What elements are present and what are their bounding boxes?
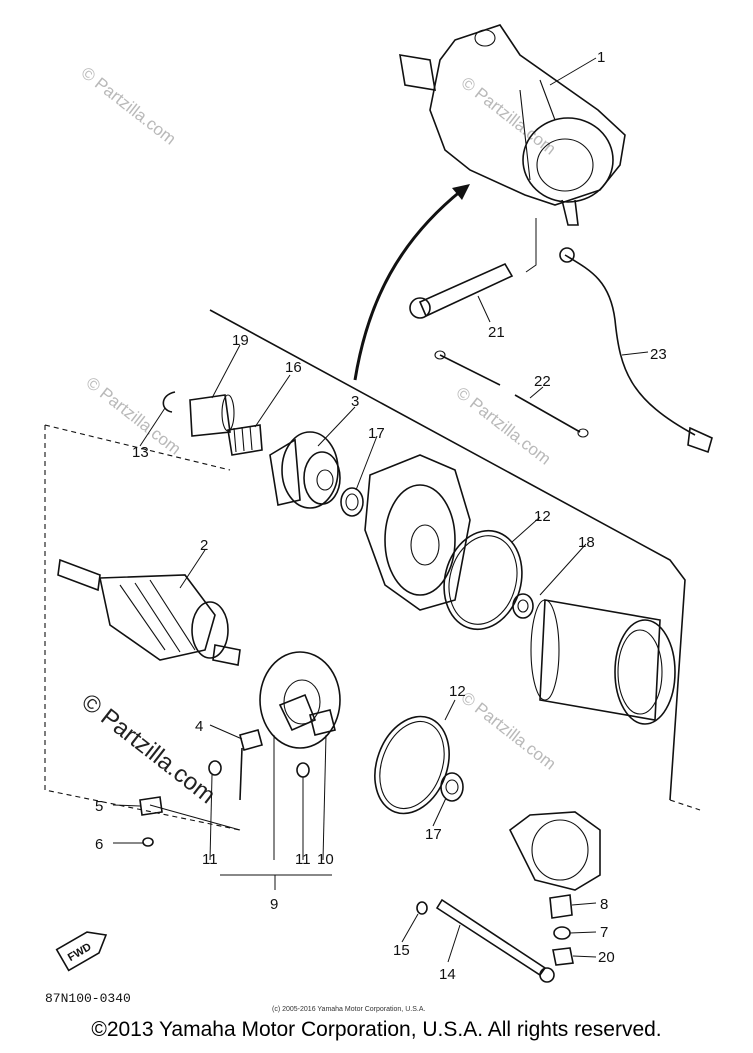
part-16-spring bbox=[227, 424, 263, 456]
callout-11-left: 11 bbox=[202, 851, 218, 868]
watermark-text: © Partzilla.com bbox=[78, 63, 180, 149]
rear-cover bbox=[508, 811, 601, 891]
part-12-o-ring-lower bbox=[374, 715, 450, 815]
part-8-insulator bbox=[549, 894, 573, 919]
part-23-cable bbox=[559, 247, 713, 454]
watermark-group: © Partzilla.com © Partzilla.com © Partzi… bbox=[76, 63, 559, 809]
part-20-nut bbox=[552, 947, 574, 966]
forward-direction-icon: FWD bbox=[55, 931, 108, 972]
part-15-o-ring bbox=[416, 901, 428, 915]
part-14-through-bolt bbox=[435, 898, 555, 983]
part-17-washer-lower bbox=[440, 772, 464, 802]
callout-14: 14 bbox=[439, 966, 456, 983]
leader-lines bbox=[112, 57, 649, 963]
part-18-washer bbox=[512, 593, 534, 619]
part-21-bolt bbox=[409, 262, 514, 319]
callout-10: 10 bbox=[317, 851, 334, 868]
callout-4: 4 bbox=[195, 718, 203, 735]
callout-17-lower: 17 bbox=[425, 826, 442, 843]
callout-18: 18 bbox=[578, 534, 595, 551]
part-1-starter-motor-assembly bbox=[399, 24, 626, 226]
callout-23: 23 bbox=[650, 346, 667, 363]
callout-1: 1 bbox=[597, 49, 605, 66]
callout-5: 5 bbox=[95, 798, 103, 815]
part-22-lead bbox=[434, 350, 589, 438]
callout-8: 8 bbox=[600, 896, 608, 913]
callout-21: 21 bbox=[488, 324, 505, 341]
front-bracket bbox=[364, 454, 471, 611]
callout-2: 2 bbox=[200, 537, 208, 554]
callout-3: 3 bbox=[351, 393, 359, 410]
exploded-view-frame bbox=[44, 309, 701, 831]
part-17-washer-upper bbox=[340, 487, 364, 517]
callout-17-upper: 17 bbox=[368, 425, 385, 442]
fwd-label: FWD bbox=[66, 941, 94, 964]
yoke-housing bbox=[530, 599, 676, 725]
callout-7: 7 bbox=[600, 924, 608, 941]
part-7-washer bbox=[553, 926, 571, 940]
watermark-text-large: © Partzilla.com bbox=[76, 688, 220, 809]
callout-labels: 1 2 3 4 5 6 7 8 9 10 11 11 12 12 13 14 1… bbox=[95, 49, 667, 983]
part-2-armature bbox=[57, 558, 241, 666]
callout-6: 6 bbox=[95, 836, 103, 853]
footer-copyright: ©2013 Yamaha Motor Corporation, U.S.A. A… bbox=[91, 1018, 662, 1041]
callout-20: 20 bbox=[598, 949, 615, 966]
part-3-starter-clutch bbox=[269, 431, 341, 509]
callout-16: 16 bbox=[285, 359, 302, 376]
callout-15: 15 bbox=[393, 942, 410, 959]
callout-22: 22 bbox=[534, 373, 551, 390]
callout-12-lower: 12 bbox=[449, 683, 466, 700]
assembly-arrow bbox=[353, 184, 470, 381]
part-12-o-ring-upper bbox=[443, 529, 523, 631]
part-4-brush bbox=[239, 729, 263, 801]
callout-19: 19 bbox=[232, 332, 249, 349]
callout-11-right: 11 bbox=[295, 851, 311, 868]
callout-9: 9 bbox=[270, 896, 278, 913]
part-6-washer bbox=[142, 837, 154, 847]
small-copyright: (c) 2005-2016 Yamaha Motor Corporation, … bbox=[272, 1006, 425, 1013]
part-13-circlip bbox=[162, 391, 176, 413]
watermark-text: © Partzilla.com bbox=[458, 73, 560, 159]
watermark-text: © Partzilla.com bbox=[453, 383, 555, 469]
callout-12-upper: 12 bbox=[534, 508, 551, 525]
part-11-nuts bbox=[208, 760, 310, 778]
drawing-code: 87N100-0340 bbox=[45, 991, 131, 1006]
part-9-brush-holder bbox=[259, 651, 341, 749]
part-5-cap bbox=[139, 796, 163, 816]
callout-13: 13 bbox=[132, 444, 149, 461]
